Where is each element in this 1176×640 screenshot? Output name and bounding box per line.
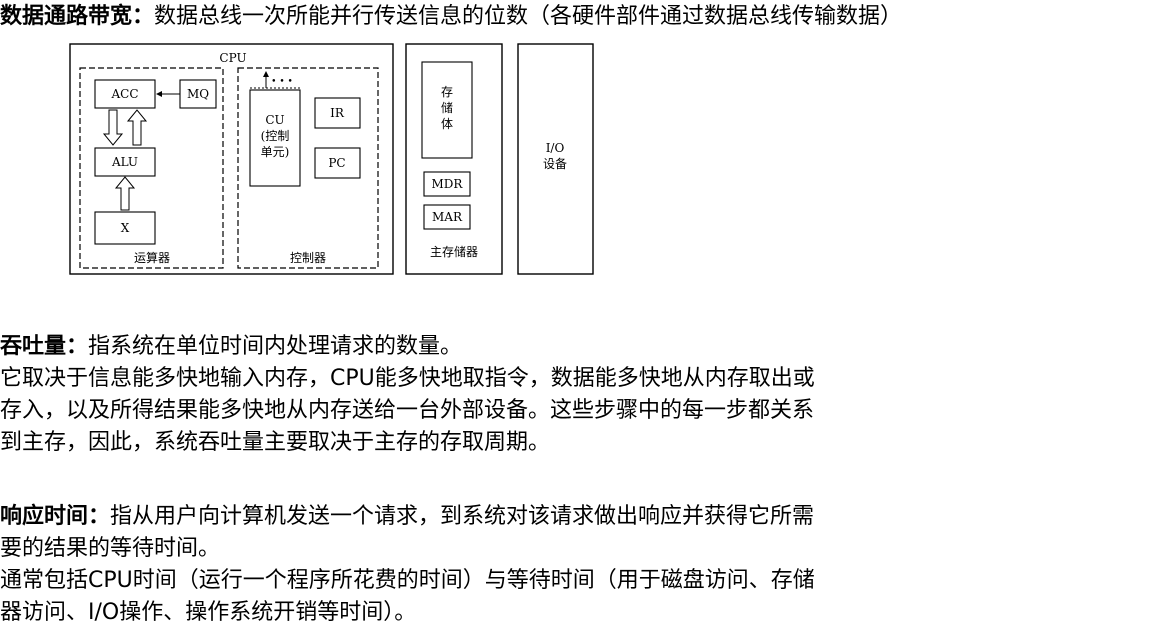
io-device-box — [517, 43, 594, 275]
alu-group-label: 运算器 — [134, 250, 170, 265]
cu-label-3: 单元) — [261, 145, 290, 159]
storage-label-2: 储 — [441, 100, 453, 115]
cpu-box — [69, 43, 394, 275]
computer-architecture-diagram: CPU 运算器 ACC MQ ALU X 控制器 • • • CU (控制 单元… — [69, 43, 594, 275]
response-definition-1: 指从用户向计算机发送一个请求，到系统对该请求做出响应并获得它所需 — [110, 504, 815, 529]
storage-label-3: 体 — [441, 117, 453, 131]
response-para-line-1: 通常包括CPU时间（运行一个程序所花费的时间）与等待时间（用于磁盘访问、存储 — [0, 568, 815, 593]
storage-body — [421, 61, 473, 159]
response-para-line-2: 器访问、I/O操作、操作系统开销等时间）。 — [0, 600, 417, 625]
cu-label-2: (控制 — [261, 129, 290, 143]
response-colon: ： — [88, 504, 111, 529]
ir-register — [314, 97, 361, 129]
ir-label: IR — [330, 106, 345, 120]
acc-register — [94, 79, 156, 109]
mq-label: MQ — [187, 87, 209, 101]
throughput-heading-line: 吞吐量：指系统在单位时间内处理请求的数量。 — [0, 332, 462, 362]
throughput-para-line-1: 它取决于信息能多快地输入内存，CPU能多快地取指令，数据能多快地从内存取出或 — [0, 366, 815, 391]
cu-dots: • • • — [271, 77, 293, 87]
alu-label: ALU — [111, 155, 138, 169]
memory-group-label: 主存储器 — [430, 244, 478, 259]
x-register — [94, 211, 156, 245]
pc-label: PC — [328, 156, 345, 170]
mdr-label: MDR — [432, 177, 464, 191]
alu-group — [79, 67, 224, 269]
alu-to-acc-arrow — [126, 109, 148, 146]
storage-label-1: 存 — [441, 85, 453, 99]
io-label-2: 设备 — [543, 157, 567, 171]
response-heading-line: 响应时间：指从用户向计算机发送一个请求，到系统对该请求做出响应并获得它所需 — [0, 502, 814, 532]
throughput-para-line-3: 到主存，因此，系统吞吐量主要取决于主存的存取周期。 — [0, 430, 551, 455]
cu-unit — [249, 89, 301, 187]
x-label: X — [121, 221, 130, 235]
bandwidth-line: 数据通路带宽：数据总线一次所能并行传送信息的位数（各硬件部件通过数据总线传输数据… — [0, 2, 902, 32]
throughput-colon: ： — [66, 334, 89, 359]
throughput-term: 吞吐量 — [0, 334, 67, 359]
cpu-label: CPU — [219, 51, 246, 65]
mdr-register — [423, 171, 471, 197]
acc-label: ACC — [110, 87, 138, 101]
throughput-definition: 指系统在单位时间内处理请求的数量。 — [88, 334, 463, 359]
cu-label-1: CU — [265, 113, 284, 127]
io-label-1: I/O — [546, 141, 565, 155]
control-group-label: 控制器 — [290, 251, 326, 265]
response-term: 响应时间 — [0, 504, 89, 529]
control-group — [237, 67, 379, 269]
alu-unit — [94, 147, 156, 177]
pc-register — [314, 147, 361, 179]
main-memory-box — [405, 43, 503, 275]
bandwidth-colon: ： — [132, 4, 155, 29]
bandwidth-term: 数据通路带宽 — [0, 4, 133, 29]
mar-register — [423, 204, 471, 230]
acc-to-alu-arrow — [102, 109, 124, 146]
response-definition-line-2: 要的结果的等待时间。 — [0, 536, 221, 561]
bandwidth-definition: 数据总线一次所能并行传送信息的位数（各硬件部件通过数据总线传输数据） — [154, 4, 903, 29]
x-to-alu-arrow — [114, 176, 136, 211]
throughput-para-line-2: 存入，以及所得结果能多快地从内存送给一台外部设备。这些步骤中的每一步都关系 — [0, 398, 815, 423]
mar-label: MAR — [432, 210, 463, 224]
